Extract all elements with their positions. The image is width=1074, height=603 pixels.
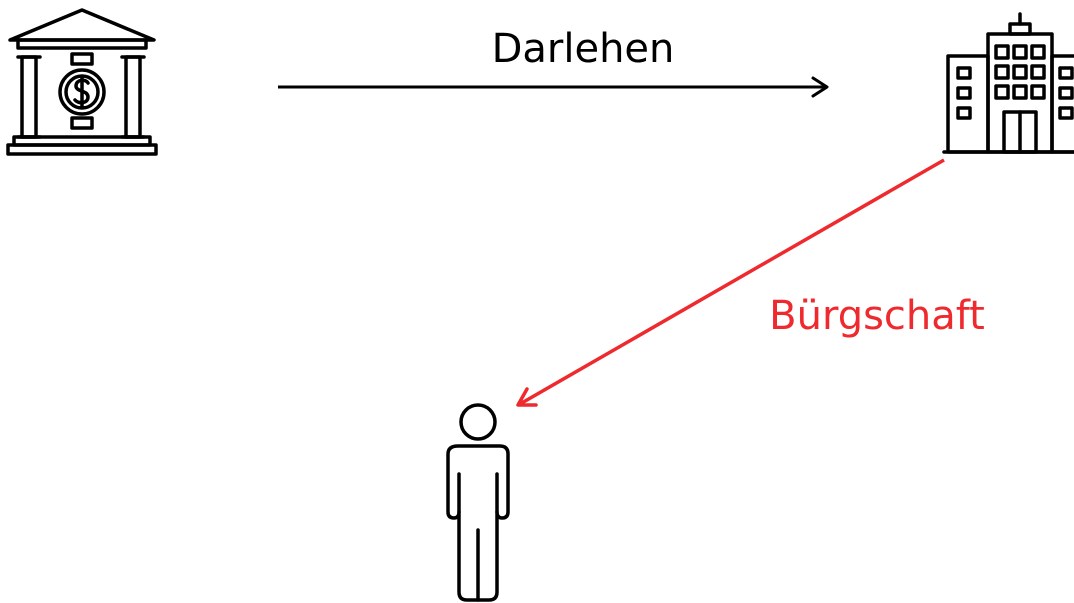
office-building-icon [942,12,1074,154]
guarantee-arrow [516,158,945,407]
guarantee-label: Bürgschaft [769,293,985,339]
bank-icon [6,8,158,156]
person-icon [446,403,510,602]
loan-arrow [278,76,829,98]
loan-label: Darlehen [492,26,675,72]
